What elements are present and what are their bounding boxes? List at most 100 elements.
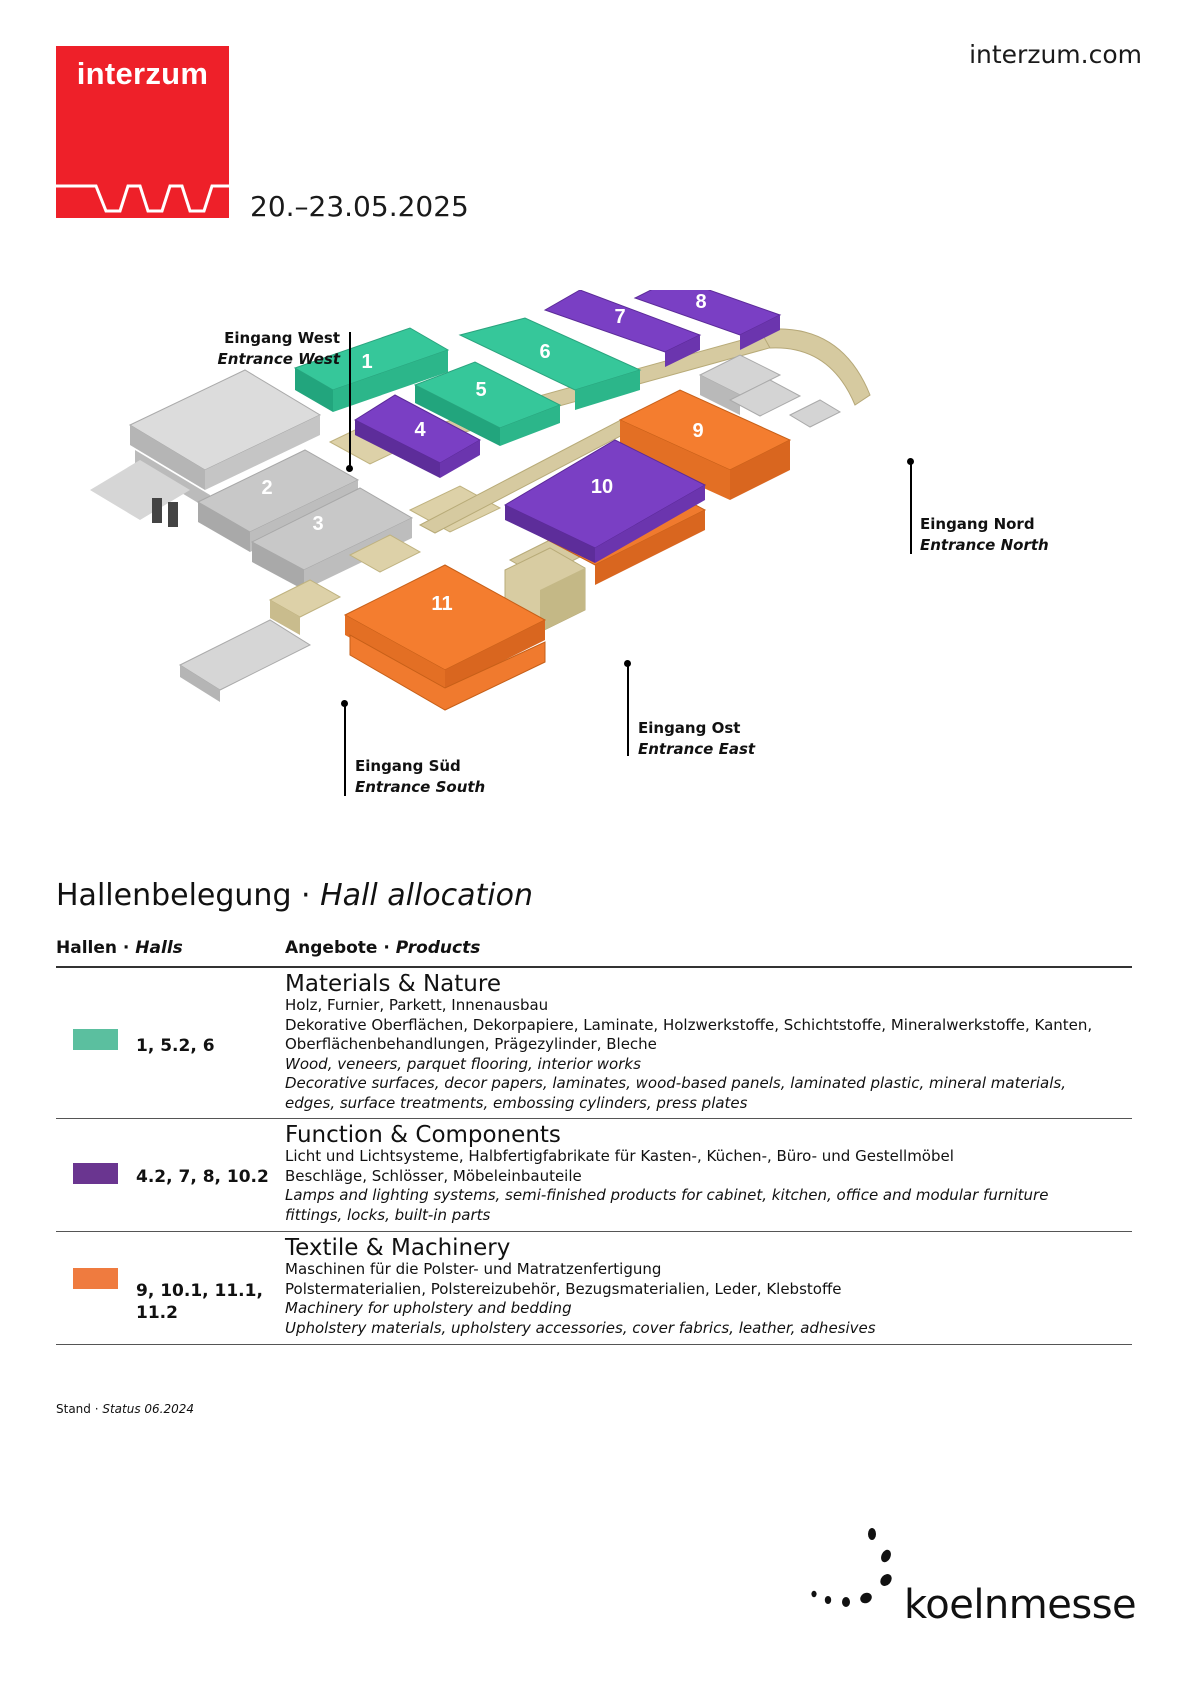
col-header-halls-de: Hallen (56, 938, 117, 958)
hall-10-block (503, 439, 707, 585)
color-swatch-purple (73, 1163, 118, 1184)
hall-9-block (618, 389, 792, 500)
entrance-east-de: Eingang Ost (638, 719, 741, 737)
koelnmesse-dots-icon (811, 1528, 892, 1607)
col-header-products-de: Angebote (285, 938, 378, 958)
entrance-east-label: Eingang Ost Entrance East (638, 718, 755, 760)
product-line-de: Oberflächenbehandlungen, Prägezylinder, … (285, 1035, 657, 1053)
hall-label: 6 (539, 341, 550, 363)
koelnmesse-wordmark: koelnmesse (904, 1582, 1137, 1628)
category-title: Textile & Machinery (285, 1235, 511, 1261)
category-title: Materials & Nature (285, 971, 501, 997)
hall-numbers: 9, 10.1, 11.1, 11.2 (136, 1281, 263, 1323)
product-line-en: Decorative surfaces, decor papers, lamin… (285, 1074, 1066, 1092)
section-title-en: Hall allocation (320, 878, 534, 913)
row-divider (56, 1118, 1132, 1119)
entrance-east-en: Entrance East (638, 740, 756, 758)
product-line-en: Wood, veneers, parquet flooring, interio… (285, 1054, 641, 1073)
hall-label: 7 (614, 306, 625, 328)
product-line-de: Dekorative Oberflächen, Dekorpapiere, La… (285, 1015, 1093, 1034)
hall-11-block (343, 564, 547, 711)
entrance-south-marker (341, 700, 348, 707)
grey-buildings-west (90, 369, 322, 527)
status-de: Stand (56, 1402, 91, 1416)
entrance-north-marker (907, 458, 914, 465)
hall-label: 3 (312, 513, 323, 535)
table-row: 1, 5.2, 6 Materials & Nature Holz, Furni… (56, 970, 1132, 1116)
product-group: Function & Components Licht und Lichtsys… (285, 1123, 1125, 1225)
entrance-west-en: Entrance West (217, 350, 340, 368)
product-line-de: Licht und Lichtsysteme, Halbfertigfabrik… (285, 1147, 954, 1165)
hall-label: 8 (695, 291, 706, 313)
table-row: 4.2, 7, 8, 10.2 Function & Components Li… (56, 1121, 1132, 1231)
grey-buildings-south (178, 619, 312, 702)
col-header-products-en: Products (395, 938, 481, 958)
entrance-south-de: Eingang Süd (355, 757, 461, 775)
entrance-north-de: Eingang Nord (920, 515, 1035, 533)
hall-map: 1 2 3 4 5 6 7 8 9 10 11 (80, 277, 1080, 810)
entrance-south-line (344, 704, 346, 796)
table-bottom-rule (56, 1344, 1132, 1345)
status-en: Status 06.2024 (102, 1402, 195, 1416)
product-line-en: Machinery for upholstery and bedding (285, 1299, 572, 1317)
entrance-west-label: Eingang West Entrance West (206, 328, 340, 370)
status-sep: · (90, 1402, 103, 1416)
col-header-products: Angebote · Products (285, 938, 480, 958)
website-link[interactable]: interzum.com (969, 40, 1142, 69)
hall-map-graphic: 1 2 3 4 5 6 7 8 9 10 11 (90, 277, 871, 711)
col-header-sep: · (377, 938, 396, 958)
product-line-en: edges, surface treatments, embossing cyl… (285, 1093, 748, 1112)
product-line-de: Holz, Furnier, Parkett, Innenausbau (285, 996, 549, 1014)
product-line-en: fittings, locks, built-in parts (285, 1205, 491, 1224)
entrance-north-label: Eingang Nord Entrance North (920, 514, 1049, 556)
product-line-de: Polstermaterialien, Polstereizubehör, Be… (285, 1279, 842, 1298)
section-title: Hallenbelegung · Hall allocation (56, 878, 533, 913)
hall-numbers: 4.2, 7, 8, 10.2 (136, 1167, 269, 1187)
hall-label: 11 (431, 593, 452, 615)
product-line-en: Upholstery materials, upholstery accesso… (285, 1318, 876, 1337)
section-title-sep: · (291, 878, 321, 913)
hall-7-block (543, 289, 702, 367)
entrance-east-line (627, 664, 629, 756)
color-swatch-green (73, 1029, 118, 1050)
entrance-north-en: Entrance North (920, 536, 1049, 554)
hall-1-block (293, 327, 450, 412)
entrance-west-marker (346, 465, 353, 472)
entrance-west-de: Eingang West (224, 329, 340, 347)
row-divider (56, 1231, 1132, 1232)
col-header-halls: Hallen · Halls (56, 938, 183, 958)
koelnmesse-logo: koelnmesse (800, 1520, 1140, 1640)
status-note: Stand · Status 06.2024 (56, 1402, 194, 1416)
hall-label: 9 (692, 420, 703, 442)
entrance-south-en: Entrance South (355, 778, 486, 796)
col-header-halls-en: Halls (135, 938, 183, 958)
hall-label: 1 (361, 351, 372, 373)
hall-label: 4 (414, 419, 426, 441)
interzum-logo: interzum (56, 46, 229, 218)
table-header-rule (56, 966, 1132, 968)
entrance-west-line (349, 332, 351, 468)
entrance-north-line (910, 462, 912, 554)
hall-label: 5 (475, 379, 486, 401)
hall-5-block (413, 361, 562, 446)
section-title-de: Hallenbelegung (56, 878, 292, 913)
logo-text: interzum (76, 56, 209, 91)
entrance-east-marker (624, 660, 631, 667)
entrance-north-arch (698, 328, 871, 428)
hall-numbers: 1, 5.2, 6 (136, 1036, 215, 1056)
category-title: Function & Components (285, 1122, 561, 1148)
logo-emblem (56, 184, 229, 213)
col-header-sep: · (117, 938, 136, 958)
product-line-en: Lamps and lighting systems, semi-finishe… (285, 1186, 1049, 1204)
product-line-de: Beschläge, Schlösser, Möbeleinbauteile (285, 1166, 582, 1185)
hall-label: 10 (591, 476, 613, 498)
color-swatch-orange (73, 1268, 118, 1289)
product-group: Textile & Machinery Maschinen für die Po… (285, 1236, 1125, 1338)
hall-4-block (353, 394, 482, 478)
entrance-south-label: Eingang Süd Entrance South (355, 756, 485, 798)
hall-label: 2 (261, 477, 272, 499)
product-group: Materials & Nature Holz, Furnier, Parket… (285, 972, 1125, 1113)
table-row: 9, 10.1, 11.1, 11.2 Textile & Machinery … (56, 1234, 1132, 1344)
hall-6-block (458, 317, 642, 410)
event-dates: 20.–23.05.2025 (250, 190, 469, 223)
